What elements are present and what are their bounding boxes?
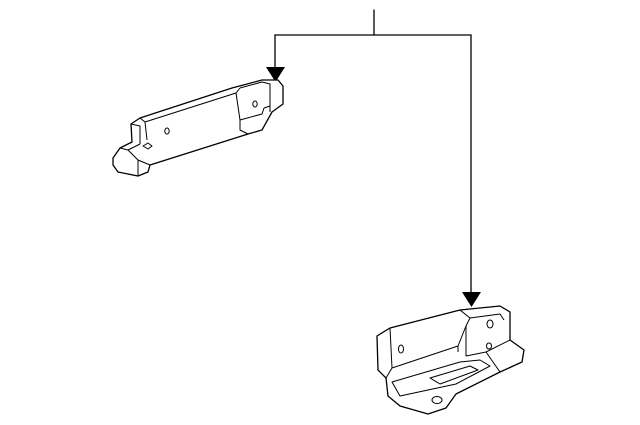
arrow-head-icon [266,67,285,82]
callout-leader-lines [266,9,481,307]
upper-bracket [112,79,284,177]
lower-bracket [376,305,525,415]
arrow-head-icon [462,292,481,307]
